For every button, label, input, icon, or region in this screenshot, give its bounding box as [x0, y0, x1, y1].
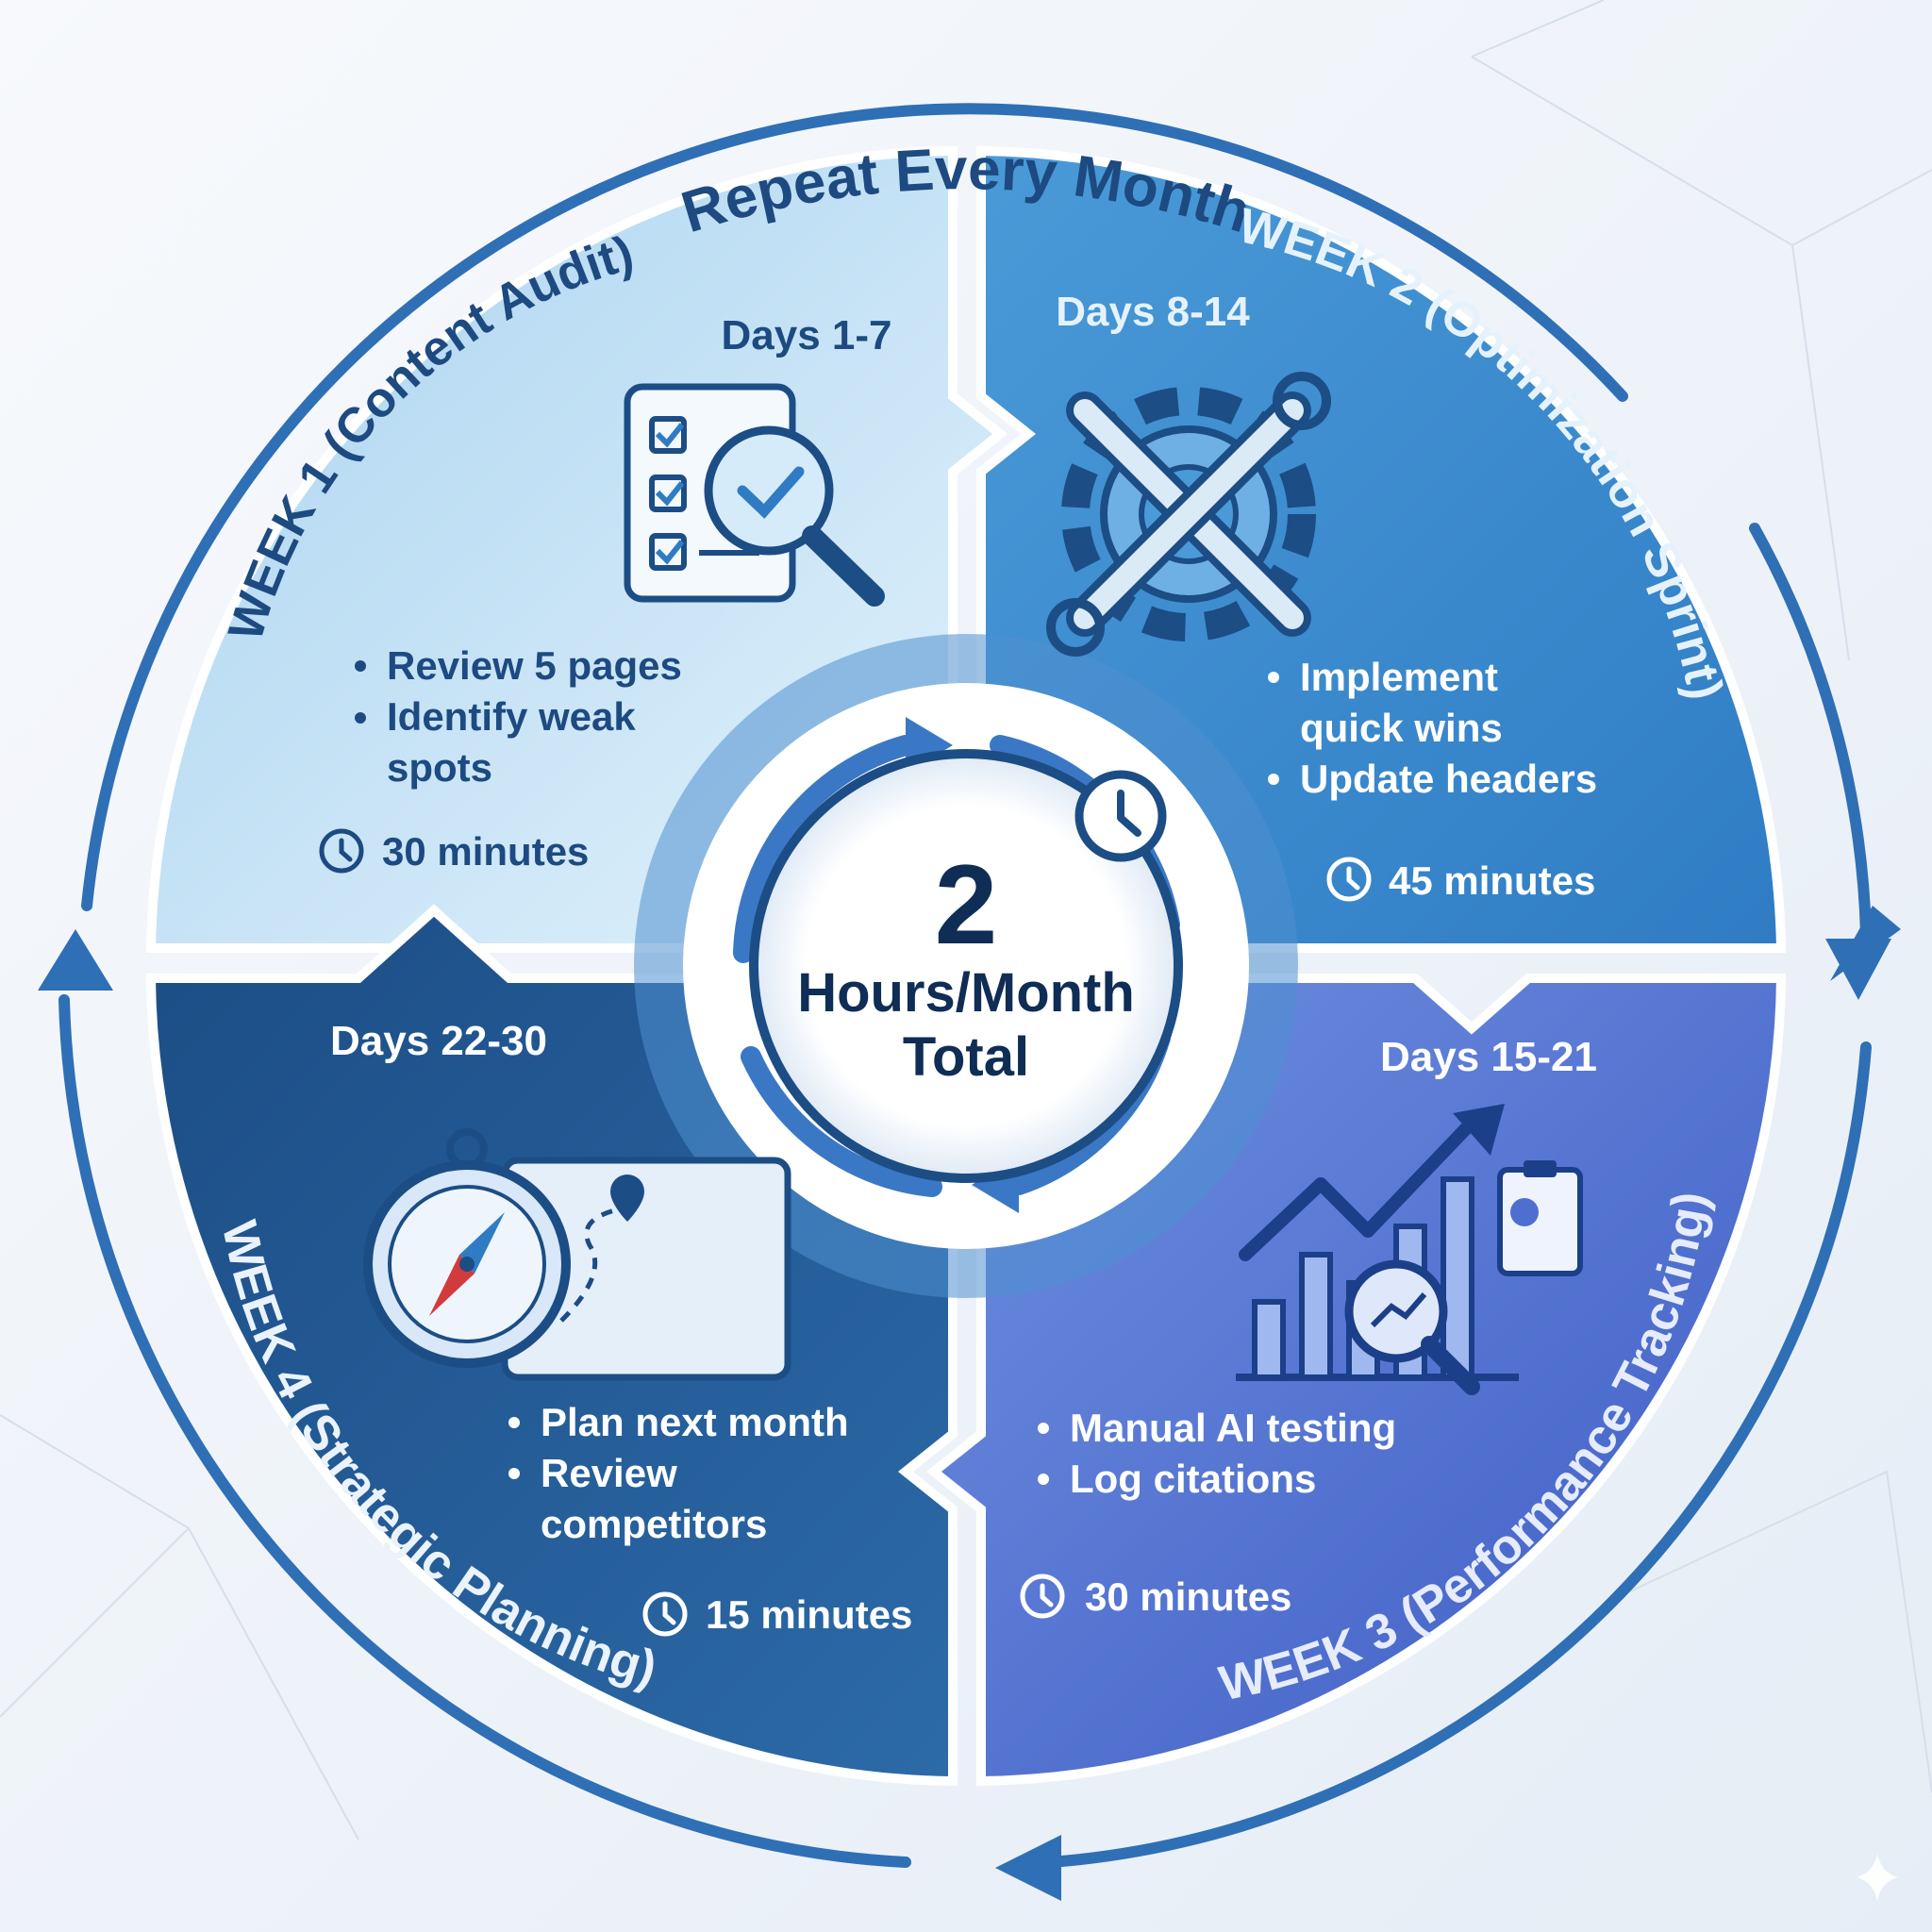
week2-time-label: 45 minutes	[1389, 858, 1595, 903]
week4-bullet-3: competitors	[541, 1502, 767, 1546]
clock-icon	[1326, 857, 1372, 902]
week1-bullet-1: Review 5 pages	[387, 643, 682, 688]
week2-bullet-3: Update headers	[1300, 757, 1597, 801]
outer-cycle-ring	[58, 103, 1872, 1869]
arrow-left-up-icon	[38, 929, 113, 991]
analytics-chart-icon	[1236, 1104, 1583, 1395]
clock-icon	[319, 828, 364, 874]
week1-time: 30 minutes	[319, 828, 589, 874]
week2-bullet-2: quick wins	[1300, 706, 1503, 750]
week3-bullets: Manual AI testing Log citations	[1038, 1406, 1396, 1501]
week3-days: Days 15-21	[1380, 1034, 1597, 1080]
outer-arc-right	[1749, 523, 1872, 940]
week2-days: Days 8-14	[1056, 289, 1250, 335]
week2-bullet-1: Implement	[1300, 655, 1498, 699]
week4-days: Days 22-30	[330, 1018, 547, 1064]
bullet-dot	[1038, 1423, 1049, 1434]
week4-bullet-1: Plan next month	[541, 1400, 849, 1444]
arrow-right-down-icon	[1825, 939, 1891, 1000]
bullet-dot	[355, 660, 366, 672]
bullet-dot	[1268, 774, 1279, 785]
week2-bullets: Implement quick wins Update headers	[1268, 655, 1597, 801]
center-line2: Total	[903, 1026, 1029, 1088]
compass-map-icon	[363, 1128, 791, 1381]
center-hub: 2 Hours/Month Total	[634, 634, 1298, 1298]
week4-time-label: 15 minutes	[706, 1592, 912, 1637]
bullet-dot	[1038, 1474, 1049, 1485]
bullet-dot	[508, 1417, 520, 1428]
sparkle-icon	[1857, 1854, 1898, 1901]
center-number: 2	[935, 841, 998, 968]
bullet-dot	[355, 712, 366, 724]
week3-bullet-1: Manual AI testing	[1070, 1406, 1396, 1450]
bullet-dot	[508, 1468, 520, 1479]
week3-time-label: 30 minutes	[1085, 1574, 1291, 1619]
week1-days: Days 1-7	[721, 312, 891, 358]
week4-bullet-2: Review	[541, 1451, 677, 1495]
week1-bullets: Review 5 pages Identify weak spots	[355, 643, 682, 790]
clock-icon	[1074, 770, 1167, 862]
bullet-dot	[1268, 672, 1279, 683]
outer-arc-bottom-right	[1032, 1041, 1872, 1869]
outer-arc-top	[81, 103, 1628, 911]
week2-time: 45 minutes	[1326, 857, 1595, 903]
center-disc	[749, 749, 1183, 1183]
outer-arrowheads	[38, 906, 1901, 1901]
week4-bullets: Plan next month Review competitors	[508, 1400, 849, 1546]
week1-bullet-2: Identify weak	[387, 694, 636, 739]
week4-time: 15 minutes	[642, 1591, 912, 1637]
clock-icon	[1020, 1574, 1065, 1619]
checklist-magnifier-icon	[624, 383, 885, 607]
week3-bullet-2: Log citations	[1070, 1457, 1316, 1501]
arrow-bottom-left-icon	[995, 1835, 1061, 1901]
week1-time-label: 30 minutes	[382, 829, 589, 874]
week3-time: 30 minutes	[1020, 1574, 1291, 1619]
gear-tools-icon	[1046, 372, 1331, 657]
background-lines	[0, 0, 1932, 1840]
center-line1: Hours/Month	[797, 962, 1135, 1024]
outer-arc-left	[58, 994, 911, 1868]
week1-bullet-3: spots	[387, 745, 492, 790]
clock-icon	[642, 1591, 688, 1637]
